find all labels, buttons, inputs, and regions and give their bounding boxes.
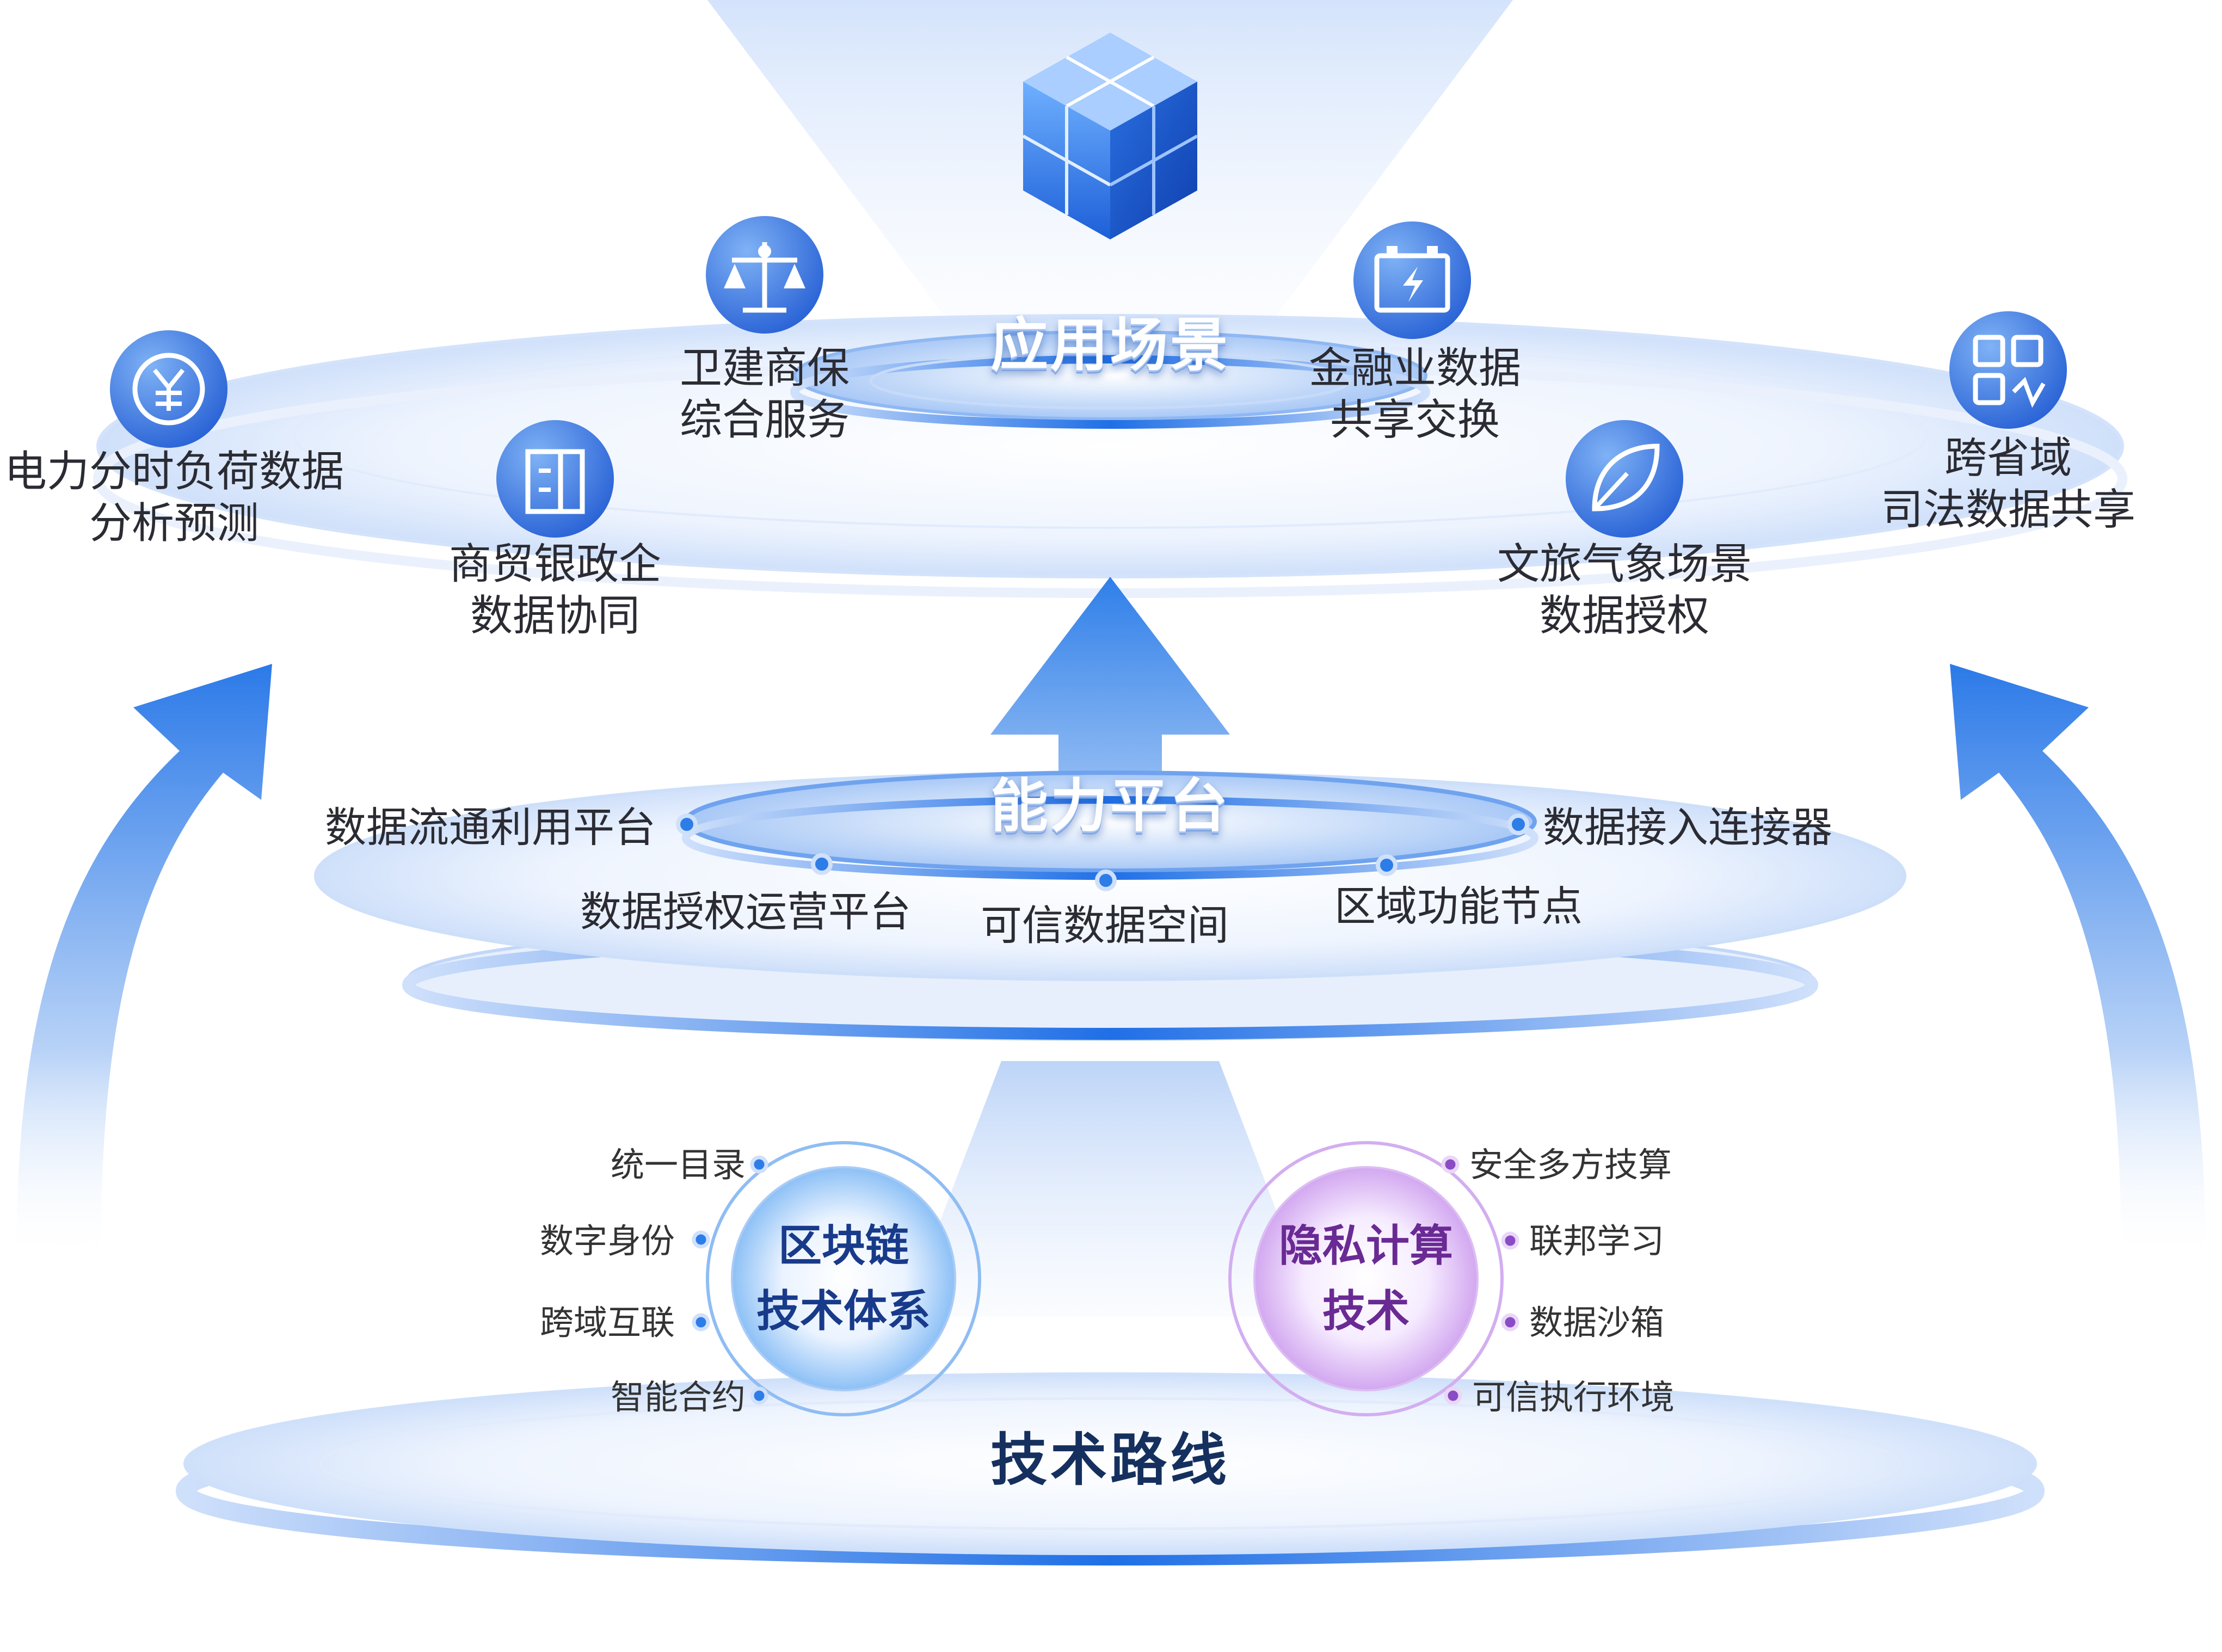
left-side-arrow-icon xyxy=(16,664,272,1262)
technology-layer-title: 技术路线 xyxy=(990,1427,1230,1493)
technology-disc xyxy=(176,1372,2045,1565)
right-side-arrow-icon xyxy=(1950,664,2206,1262)
scenario-power-load: 电力分时负荷数据 分析预测 xyxy=(4,447,344,548)
scenario-trade-collaboration: 商贸银政企 数据协同 xyxy=(448,540,661,641)
blockchain-item-smart-contract: 智能合约 xyxy=(610,1377,746,1417)
platform-data-circulation: 数据流通利用平台 xyxy=(325,803,656,852)
blockchain-item-directory: 统一目录 xyxy=(610,1145,746,1185)
platform-layer-title: 能力平台 xyxy=(990,773,1230,840)
privacy-item-sandbox: 数据沙箱 xyxy=(1529,1303,1665,1342)
leaf-icon xyxy=(1566,420,1683,538)
scenario-finance-exchange: 金融业数据 共享交换 xyxy=(1308,344,1521,445)
qr-link-icon xyxy=(1949,311,2067,429)
application-layer-title: 应用场景 xyxy=(990,312,1230,379)
privacy-sphere xyxy=(1228,1141,1504,1416)
platform-node-dots xyxy=(676,813,1529,891)
bottom-light-beam xyxy=(903,1061,1317,1317)
scenario-tourism-weather: 文旅气象场景 数据授权 xyxy=(1497,540,1752,641)
scenario-health-insurance: 卫建商保 综合服务 xyxy=(679,344,850,445)
platform-regional-node: 区域功能节点 xyxy=(1334,882,1583,930)
blockchain-item-identity: 数字身份 xyxy=(539,1221,675,1261)
data-cube-icon xyxy=(1022,33,1198,239)
up-arrow-icon xyxy=(990,577,1230,778)
blockchain-title: 区块链 技术体系 xyxy=(756,1220,931,1336)
blockchain-sphere xyxy=(706,1141,981,1416)
blockchain-dots xyxy=(692,1155,768,1405)
privacy-item-federated: 联邦学习 xyxy=(1529,1221,1665,1261)
battery-bolt-icon xyxy=(1353,221,1471,339)
yuan-coin-icon xyxy=(110,330,227,448)
platform-trusted-space: 可信数据空间 xyxy=(981,901,1229,950)
privacy-item-tee: 可信执行环境 xyxy=(1472,1377,1675,1417)
scenario-judicial-sharing: 跨省域 司法数据共享 xyxy=(1880,434,2135,535)
privacy-title: 隐私计算 技术 xyxy=(1279,1220,1453,1336)
privacy-dots xyxy=(1441,1155,1519,1405)
blockchain-item-interconnect: 跨域互联 xyxy=(539,1303,675,1342)
building-icon xyxy=(496,420,614,538)
scale-balance-icon xyxy=(706,216,823,334)
platform-data-connector: 数据接入连接器 xyxy=(1543,803,1832,852)
privacy-item-mpc: 安全多方技算 xyxy=(1469,1145,1672,1185)
platform-authorization-ops: 数据授权运营平台 xyxy=(580,887,911,936)
